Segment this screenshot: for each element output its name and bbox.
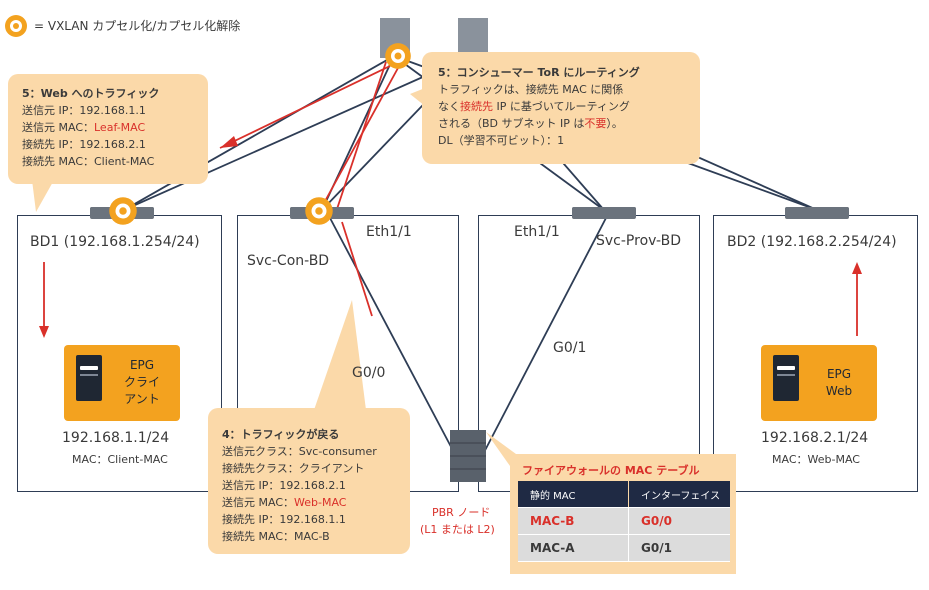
callout-value: 不要: [584, 117, 607, 130]
callout-route-to-consumer: 5：コンシューマー ToR にルーティング トラフィックは、接続先 MAC に関…: [422, 52, 700, 164]
callout-line: 接続先 MAC：Client-MAC: [22, 155, 155, 168]
callout-line: 送信元 MAC：: [22, 121, 94, 134]
web-mac: MAC：Web-MAC: [772, 453, 860, 466]
table-header: 静的 MAC: [518, 481, 629, 508]
callout-text: ）。: [606, 117, 623, 130]
callout-line: 接続先クラス：クライアント: [222, 462, 365, 475]
callout-pointer: [314, 300, 366, 410]
legend-text: = VXLAN カプセル化/カプセル化解除: [34, 19, 241, 33]
spine-gear-icon: [385, 43, 411, 69]
pbr-node-sublabel: (L1 または L2): [420, 523, 495, 536]
callout-line: 送信元 IP：192.168.2.1: [222, 479, 346, 492]
callout-value: Web-MAC: [294, 496, 347, 509]
callout-value: 接続先: [460, 100, 493, 113]
callout-value: Leaf-MAC: [94, 121, 146, 134]
callout-text: 送信元 MAC：: [222, 496, 294, 509]
table-cell-mac: MAC-B: [518, 507, 629, 535]
epg-web-tile: EPG Web: [761, 345, 877, 421]
svc-con-port-label: Eth1/1: [366, 224, 412, 240]
epg-label-line: アント: [124, 392, 160, 406]
web-ip: 192.168.2.1/24: [761, 430, 869, 446]
client-mac: MAC：Client-MAC: [72, 453, 168, 466]
vxlan-gear-icon: [5, 15, 27, 37]
bd1-label: BD1 (192.168.1.254/24): [30, 234, 200, 250]
pbr-node-label: PBR ノード: [432, 506, 491, 519]
fw-mac-table: ファイアウォールの MAC テーブル 静的 MAC インターフェイス MAC-B…: [510, 454, 736, 574]
callout-pointer: [32, 180, 54, 212]
svc-prov-iface-label: G0/1: [553, 340, 587, 356]
callout-text: なく: [438, 100, 460, 113]
callout-line: 接続先 IP：192.168.2.1: [22, 138, 146, 151]
callout-title: 5：Web へのトラフィック: [22, 87, 160, 100]
client-ip: 192.168.1.1/24: [62, 430, 170, 446]
epg-label-line: Web: [825, 384, 853, 398]
fw-table-title: ファイアウォールの MAC テーブル: [522, 464, 700, 477]
callout-title: 5：コンシューマー ToR にルーティング: [438, 66, 640, 79]
callout-text: IP に基づいてルーティング: [493, 100, 630, 113]
callout-line: 送信元クラス：Svc-consumer: [222, 445, 377, 458]
epg-client-tile: EPG クライ アント: [64, 345, 180, 421]
leaf1-gear-icon: [109, 197, 137, 225]
callout-traffic-returns: 4：トラフィックが戻る 送信元クラス：Svc-consumer 接続先クラス：ク…: [208, 408, 410, 554]
table-cell-iface: G0/0: [628, 507, 730, 535]
table-header: インターフェイス: [628, 481, 730, 508]
callout-line: トラフィックは、接続先 MAC に関係: [438, 83, 624, 96]
callout-traffic-to-web: 5：Web へのトラフィック 送信元 IP：192.168.1.1 送信元 MA…: [8, 74, 208, 184]
epg-label-line: クライ: [123, 375, 160, 389]
epg-label-line: EPG: [826, 367, 852, 381]
callout-line: 接続先 IP：192.168.1.1: [222, 513, 346, 526]
server-icon: [76, 355, 102, 401]
callout-line: 送信元 IP：192.168.1.1: [22, 104, 146, 117]
svc-con-iface-label: G0/0: [352, 365, 386, 381]
epg-label-line: EPG: [129, 358, 155, 372]
table-pointer: [486, 432, 516, 466]
table-row: MAC-A G0/1: [518, 534, 730, 562]
callout-line: 接続先 MAC：MAC-B: [222, 530, 330, 543]
callout-pointer: [410, 86, 430, 110]
svc-con-bd-label: Svc-Con-BD: [247, 253, 330, 269]
callout-line: DL（学習不可ビット）：1: [438, 134, 565, 147]
table-row: MAC-B G0/0: [518, 507, 730, 535]
server-icon: [773, 355, 799, 401]
table-cell-iface: G0/1: [628, 534, 730, 562]
svc-prov-bd-label: Svc-Prov-BD: [596, 233, 681, 249]
callout-text: される（BD サブネット IP は: [438, 117, 585, 130]
table-cell-mac: MAC-A: [518, 534, 629, 562]
callout-title: 4：トラフィックが戻る: [222, 428, 340, 441]
bd2-label: BD2 (192.168.2.254/24): [727, 234, 897, 250]
svc-prov-port-label: Eth1/1: [514, 224, 560, 240]
leaf2-gear-icon: [305, 197, 333, 225]
